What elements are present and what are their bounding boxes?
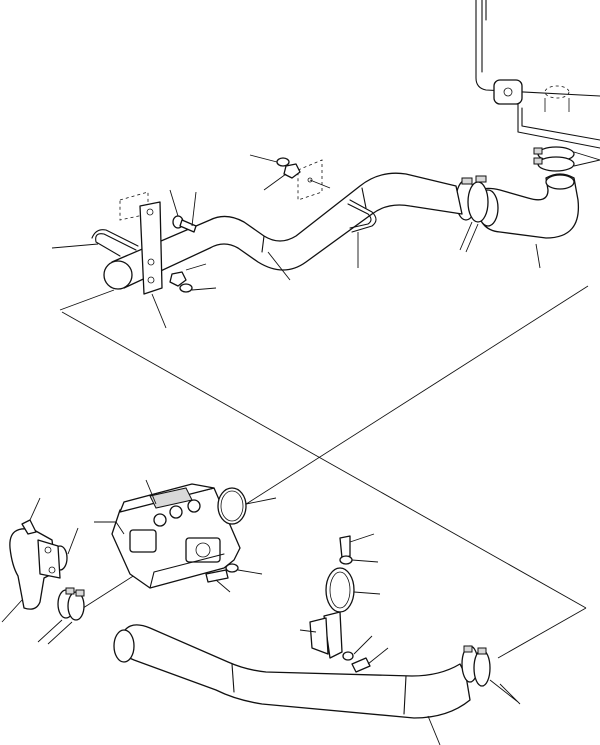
washer-pump — [225, 563, 263, 575]
pipe-main-upper — [103, 172, 463, 290]
pipe-end — [59, 289, 115, 311]
frame-outline — [475, 0, 600, 149]
bracket-plate — [119, 191, 167, 329]
bolt-flange — [21, 497, 41, 535]
washer-bracket — [339, 555, 379, 565]
leader-lower-right — [497, 607, 587, 659]
bolt-bracket — [169, 189, 197, 233]
u-bolt-right — [347, 199, 377, 268]
bracket-lower — [299, 611, 343, 659]
clamp-pair-left — [37, 587, 85, 645]
leader-pipe — [267, 251, 291, 281]
bolt-bracket-lower — [339, 533, 375, 559]
u-bolt-left — [51, 229, 139, 257]
pump-unit — [111, 479, 241, 589]
washer-top — [249, 154, 290, 167]
nut-lower — [169, 263, 207, 287]
nut-top — [263, 163, 301, 191]
clamp-pair-right — [533, 146, 600, 172]
bolt-pump — [205, 569, 231, 593]
leader-upper-left-lower-right — [61, 311, 587, 609]
washer-lower — [179, 283, 217, 293]
o-ring — [217, 487, 277, 525]
nut-bracket — [342, 635, 373, 661]
bolt-bracket-2 — [351, 647, 389, 673]
leader-pump-flange — [94, 521, 125, 535]
clamp-pair-lower-right — [461, 645, 521, 705]
elbow-hose — [477, 173, 580, 239]
hose-main-lower — [113, 624, 471, 745]
leader-elbow — [535, 243, 541, 269]
clamp-ring — [325, 567, 381, 613]
mount-mark-top — [297, 159, 331, 201]
elbow-lower — [1, 528, 61, 623]
